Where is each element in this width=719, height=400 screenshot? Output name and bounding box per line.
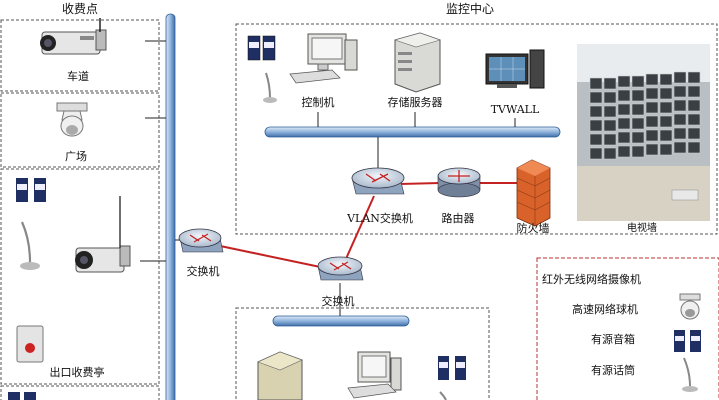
lower-panel [235, 307, 490, 400]
plaza-label: 广场 [65, 150, 87, 163]
center-bus [264, 126, 561, 138]
lower-pc-icon [347, 351, 402, 399]
lower-server-icon [257, 351, 303, 400]
control-pc-icon [247, 33, 358, 103]
legend-panel [536, 257, 719, 400]
legend-mic-icon [682, 357, 698, 392]
router-label: 路由器 [441, 212, 475, 225]
storage-server-label: 存储服务器 [387, 96, 443, 109]
tvwall-label: TVWALL [490, 103, 540, 116]
exit-bottom-icons [8, 392, 36, 400]
left-connectors [140, 40, 190, 262]
control-pc-label: 控制机 [301, 96, 335, 109]
vertical-bus [165, 13, 176, 400]
firewall-icon [516, 159, 551, 227]
legend-item-speed-dome: 高速网络球机 [572, 303, 638, 316]
toll-station-title: 收费点 [61, 2, 99, 16]
legend-item-speaker: 有源音箱 [591, 333, 635, 346]
toll-station-panels [0, 19, 160, 400]
video-wall-photo [577, 44, 710, 221]
switch-mid-label: 交换机 [321, 295, 355, 308]
video-wall-label: 电视墙 [627, 223, 657, 234]
storage-server-icon [393, 32, 441, 93]
switch-mid-icon [317, 256, 364, 281]
firewall-label: 防火墙 [516, 222, 550, 235]
exit-booth-label: 出口收费亭 [49, 366, 105, 379]
plaza-panel [0, 92, 160, 168]
legend-item-microphone: 有源话筒 [591, 364, 635, 377]
monitor-center-title: 监控中心 [445, 2, 495, 16]
center-connectors [317, 112, 516, 170]
legend-speaker-icon [674, 330, 701, 352]
vlan-switch-label: VLAN交换机 [347, 212, 413, 225]
lower-bus [272, 315, 410, 327]
lane-camera-icon [40, 18, 107, 55]
router-icon [437, 167, 481, 198]
exit-devices-icon [16, 178, 131, 363]
lane-label: 车道 [67, 70, 89, 83]
tvwall-monitor-icon [485, 49, 545, 89]
legend-dome-icon [679, 293, 701, 320]
vlan-switch-icon [351, 167, 405, 195]
monitor-center-panel [235, 23, 718, 235]
legend-item-ir-camera: 红外无线网络摄像机 [542, 273, 641, 286]
switch-left-icon [178, 228, 224, 253]
lower-speakers-icon [438, 356, 466, 400]
exit-booth-panel [0, 168, 160, 385]
next-panel [0, 385, 160, 400]
lane-panel [0, 19, 160, 92]
speed-dome-icon [56, 102, 88, 137]
red-links [205, 182, 517, 269]
switch-left-label: 交换机 [186, 265, 220, 278]
